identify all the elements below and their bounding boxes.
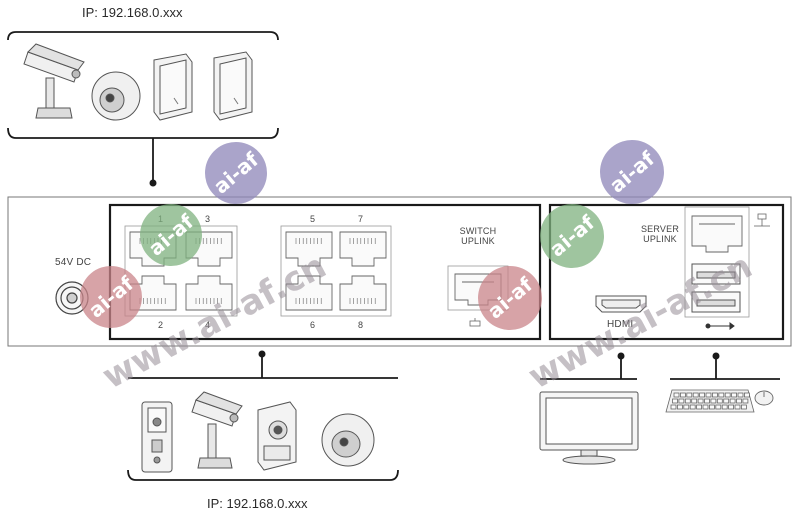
keyboard-key xyxy=(744,392,750,398)
keyboard-key xyxy=(710,398,717,404)
keyboard-key xyxy=(684,398,691,404)
keyboard-key xyxy=(721,404,728,410)
keyboard-key xyxy=(723,398,730,404)
keyboard-key xyxy=(704,398,710,404)
poe-port-7 xyxy=(285,275,333,311)
power-label: 54V DC xyxy=(55,257,92,268)
bullet-camera-icon xyxy=(23,43,85,119)
poe-port-4 xyxy=(339,231,387,267)
port-number-4: 4 xyxy=(205,320,211,330)
keyboard-key xyxy=(680,392,686,398)
usb-icon xyxy=(705,322,735,330)
keyboard-key xyxy=(673,392,680,398)
switch-uplink-label-line2: UPLINK xyxy=(461,236,495,246)
keyboard-key xyxy=(689,404,696,410)
keyboard-icon xyxy=(665,389,755,413)
bottom-left-connector xyxy=(127,354,399,481)
keyboard-key xyxy=(697,398,704,404)
port-number-6: 6 xyxy=(310,320,316,330)
bullet-camera-icon xyxy=(191,391,243,469)
keyboard-key xyxy=(742,398,749,404)
door-station-icon xyxy=(213,51,253,121)
keyboard-key xyxy=(705,392,712,398)
server-port-frame xyxy=(684,206,750,318)
keyboard-key xyxy=(691,398,698,404)
keyboard-key xyxy=(686,392,693,398)
server-uplink-label-line2: UPLINK xyxy=(643,234,677,244)
top-bracket xyxy=(7,31,279,183)
monitor-dot xyxy=(617,352,625,360)
keyboard-key xyxy=(678,398,685,404)
port-number-8: 8 xyxy=(358,320,364,330)
monitor-icon xyxy=(539,391,639,465)
poe-port-8 xyxy=(339,275,387,311)
bottom-left-dot xyxy=(258,350,266,358)
device-chassis xyxy=(7,196,792,347)
bottom-ip-label: IP: 192.168.0.xxx xyxy=(207,496,308,511)
keyboard-key xyxy=(724,392,731,398)
poe-port-3 xyxy=(285,231,333,267)
keyboard-key xyxy=(672,398,678,404)
port-number-5: 5 xyxy=(310,214,316,224)
dome-camera-icon xyxy=(321,413,375,467)
door-station-icon xyxy=(141,401,173,473)
poe-port-group-right xyxy=(280,225,392,317)
mouse-icon xyxy=(754,390,774,406)
keyboard-connector xyxy=(670,356,780,380)
keyboard-key xyxy=(709,404,715,410)
keyboard-key xyxy=(692,392,699,398)
keyboard-key xyxy=(696,404,702,410)
hdmi-port xyxy=(595,295,647,313)
cube-camera-icon xyxy=(257,401,297,471)
keyboard-key xyxy=(712,392,718,398)
keyboard-key xyxy=(677,404,683,410)
keyboard-key xyxy=(670,404,677,410)
server-section xyxy=(548,203,785,341)
port-number-7: 7 xyxy=(358,214,364,224)
dome-camera-icon xyxy=(91,71,141,121)
port-number-3: 3 xyxy=(205,214,211,224)
usb-port-2 xyxy=(691,291,741,313)
switch-uplink-label: SWITCH UPLINK xyxy=(458,226,498,246)
top-ip-label: IP: 192.168.0.xxx xyxy=(82,5,183,20)
keyboard-key xyxy=(737,392,744,398)
hdmi-label: HDMI xyxy=(607,319,634,330)
server-uplink-port xyxy=(691,215,743,253)
keyboard-key xyxy=(715,404,722,410)
keyboard-key xyxy=(702,404,709,410)
poe-port-6 xyxy=(185,275,233,311)
keyboard-key xyxy=(683,404,690,410)
usb-port-1 xyxy=(691,263,741,285)
switch-uplink-label-line1: SWITCH xyxy=(459,226,497,236)
keyboard-key xyxy=(716,398,723,404)
monitor-connector xyxy=(540,356,637,380)
network-icon xyxy=(469,318,481,327)
server-uplink-label: SERVER UPLINK xyxy=(638,224,682,244)
keyboard-key xyxy=(728,404,734,410)
keyboard-key xyxy=(729,398,736,404)
port-number-2: 2 xyxy=(158,320,164,330)
server-uplink-label-line1: SERVER xyxy=(640,224,680,234)
keyboard-key xyxy=(741,404,747,410)
top-connector-dot xyxy=(149,179,157,187)
keyboard-key xyxy=(731,392,737,398)
network-icon xyxy=(754,213,770,227)
door-station-icon xyxy=(153,53,193,121)
keyboard-key xyxy=(699,392,705,398)
keyboard-key xyxy=(736,398,742,404)
keyboard-dot xyxy=(712,352,720,360)
keyboard-key xyxy=(718,392,725,398)
keyboard-key xyxy=(734,404,741,410)
